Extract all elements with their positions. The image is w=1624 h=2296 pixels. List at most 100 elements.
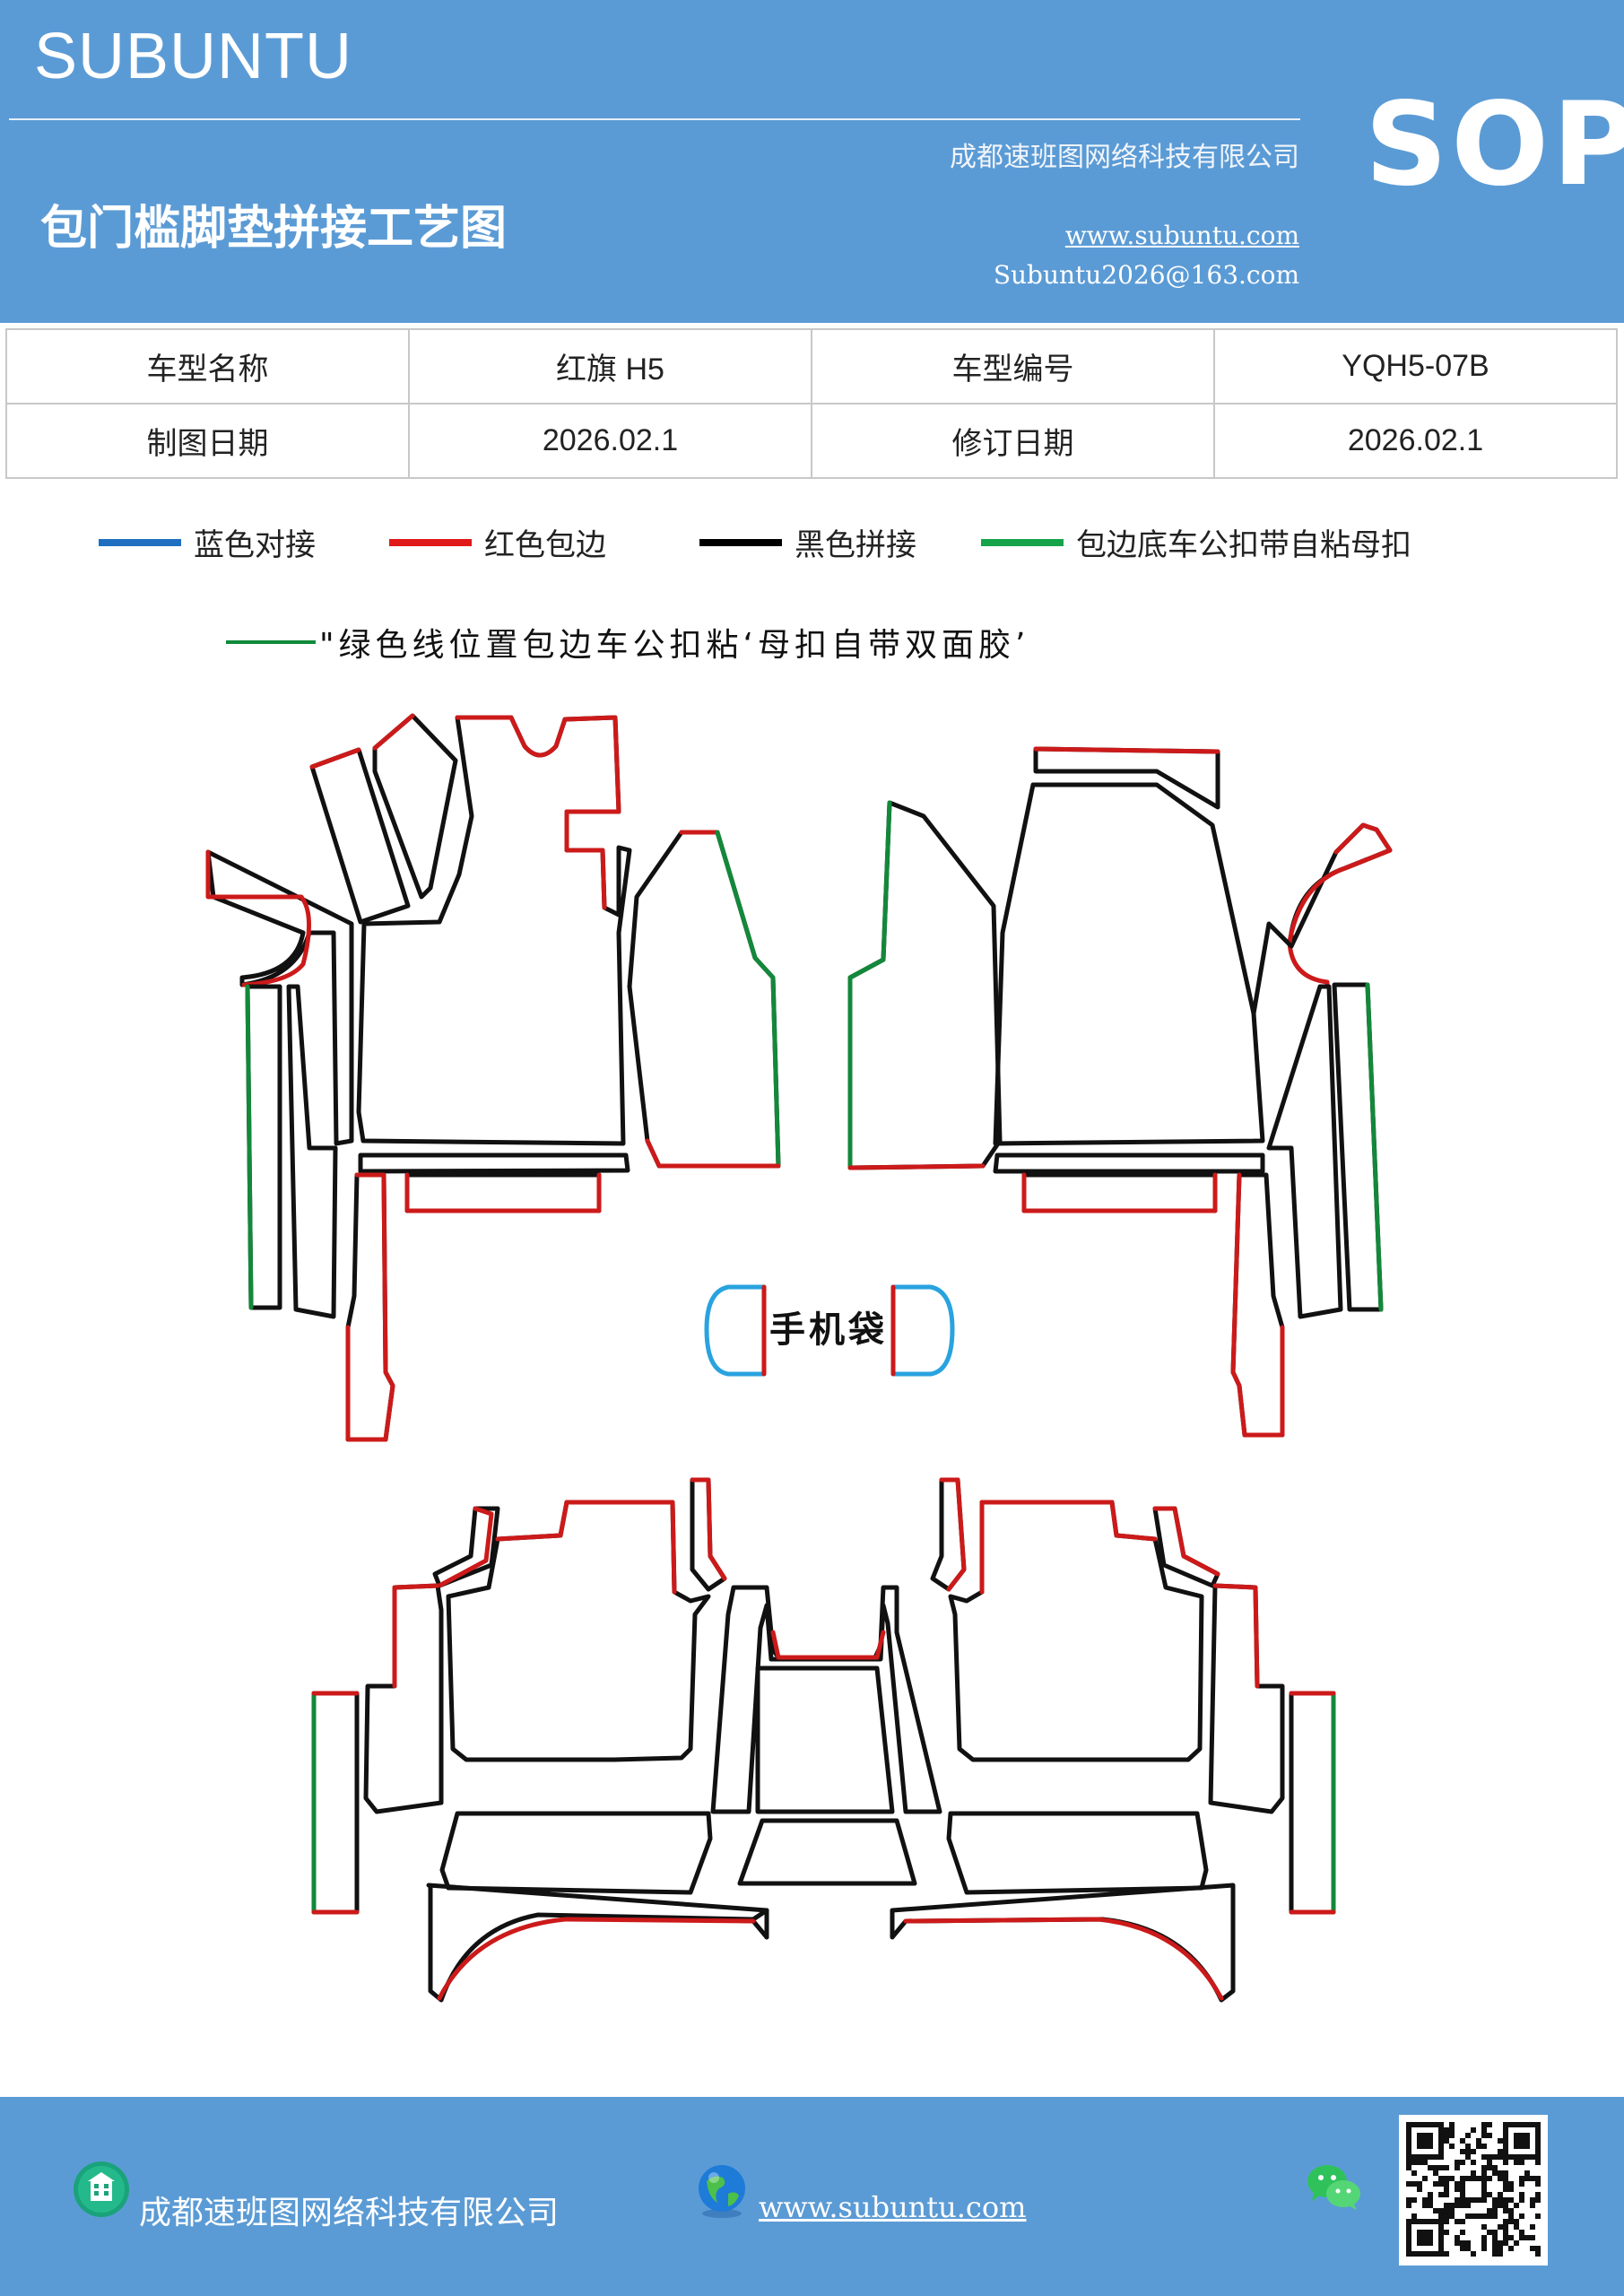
qr-module (1428, 2219, 1433, 2224)
qr-module (1406, 2122, 1411, 2127)
qr-module (1481, 2154, 1487, 2160)
qr-module (1492, 2203, 1498, 2208)
qr-module (1406, 2181, 1411, 2187)
qr-module (1422, 2122, 1428, 2127)
qr-module (1514, 2133, 1519, 2138)
qr-module (1428, 2165, 1433, 2170)
qr-module (1487, 2122, 1492, 2127)
qr-module (1498, 2170, 1503, 2176)
mat-piece (770, 1630, 886, 1660)
qr-module (1411, 2160, 1417, 2165)
qr-module (1535, 2213, 1541, 2219)
mat-piece (356, 715, 632, 1146)
qr-module (1508, 2154, 1514, 2160)
mat-piece (847, 1163, 986, 1170)
qr-module (1481, 2144, 1487, 2149)
brand-name: SUBUNTU (34, 21, 353, 92)
qr-module (1444, 2203, 1449, 2208)
qr-module (1417, 2144, 1422, 2149)
document-title: 包门槛脚垫拼接工艺图 (40, 202, 508, 256)
qr-module (1433, 2219, 1438, 2224)
legend-item-red: 红色包边 (389, 520, 606, 564)
qr-module (1422, 2144, 1428, 2149)
qr-module (1449, 2176, 1455, 2181)
qr-module (1514, 2154, 1519, 2160)
qr-module (1438, 2208, 1444, 2213)
qr-module (1503, 2122, 1508, 2127)
qr-module (1422, 2203, 1428, 2208)
qr-code[interactable] (1399, 2115, 1548, 2266)
qr-module (1503, 2138, 1508, 2144)
footer-website-link[interactable]: www.subuntu.com (759, 2190, 1027, 2224)
qr-module (1422, 2219, 1428, 2224)
qr-module (1444, 2230, 1449, 2235)
qr-module (1498, 2224, 1503, 2230)
qr-module (1449, 2144, 1455, 2149)
qr-module (1471, 2251, 1476, 2257)
qr-module (1438, 2251, 1444, 2257)
qr-module (1422, 2251, 1428, 2257)
qr-module (1535, 2154, 1541, 2160)
qr-module (1433, 2251, 1438, 2257)
qr-module (1471, 2213, 1476, 2219)
qr-module (1428, 2122, 1433, 2127)
qr-module (1524, 2170, 1530, 2176)
qr-module (1411, 2170, 1417, 2176)
qr-module (1460, 2149, 1465, 2154)
mat-piece (426, 1883, 769, 1940)
qr-module (1455, 2203, 1460, 2208)
qr-module (1519, 2176, 1524, 2181)
mat-piece (847, 800, 1003, 1170)
front-right-mat-group (847, 746, 1393, 1438)
qr-module (1498, 2246, 1503, 2251)
mat-piece (311, 1691, 360, 1915)
qr-module (1503, 2170, 1508, 2176)
rear-left-mat-group (311, 1477, 769, 2003)
qr-module (1465, 2154, 1471, 2160)
qr-module (1492, 2230, 1498, 2235)
qr-module (1519, 2181, 1524, 2187)
mat-piece (372, 713, 415, 751)
qr-module (1444, 2138, 1449, 2144)
qr-module (1487, 2230, 1492, 2235)
phone-pocket-right (890, 1284, 955, 1377)
qr-module (1508, 2208, 1514, 2213)
qr-module (1465, 2240, 1471, 2246)
qr-module (1406, 2219, 1411, 2224)
qr-module (1444, 2208, 1449, 2213)
qr-module (1530, 2203, 1535, 2208)
qr-module (1460, 2203, 1465, 2208)
qr-module (1492, 2213, 1498, 2219)
qr-module (1481, 2240, 1487, 2246)
qr-module (1411, 2181, 1417, 2187)
qr-module (1487, 2176, 1492, 2181)
qr-module (1449, 2213, 1455, 2219)
qr-module (1406, 2230, 1411, 2235)
mat-piece (392, 1583, 440, 1689)
qr-module (1444, 2181, 1449, 2187)
mat-piece (890, 1883, 1236, 2003)
qr-module (1422, 2133, 1428, 2138)
wechat-icon (1305, 2161, 1364, 2213)
header-website-link[interactable]: www.subuntu.com (1064, 221, 1299, 250)
mat-piece (286, 984, 338, 1319)
mat-piece (1230, 1172, 1285, 1438)
qr-module (1438, 2230, 1444, 2235)
qr-module (1524, 2138, 1530, 2144)
mat-piece (979, 1500, 1158, 1595)
qr-module (1422, 2160, 1428, 2165)
revision-date-label: 修订日期 (811, 403, 1215, 479)
qr-module (1498, 2176, 1503, 2181)
header-company: 成都速班图网络科技有限公司 (950, 142, 1299, 173)
mat-piece (404, 1172, 602, 1213)
mat-piece (205, 849, 312, 987)
phone-pocket-left (704, 1284, 767, 1377)
qr-module (1481, 2170, 1487, 2176)
footer-banner: 成都速班图网络科技有限公司 www.subuntu.com (0, 2097, 1624, 2296)
qr-module (1455, 2197, 1460, 2203)
qr-module (1503, 2144, 1508, 2149)
qr-module (1492, 2246, 1498, 2251)
qr-module (1481, 2224, 1487, 2230)
qr-module (1503, 2203, 1508, 2208)
qr-module (1535, 2160, 1541, 2165)
